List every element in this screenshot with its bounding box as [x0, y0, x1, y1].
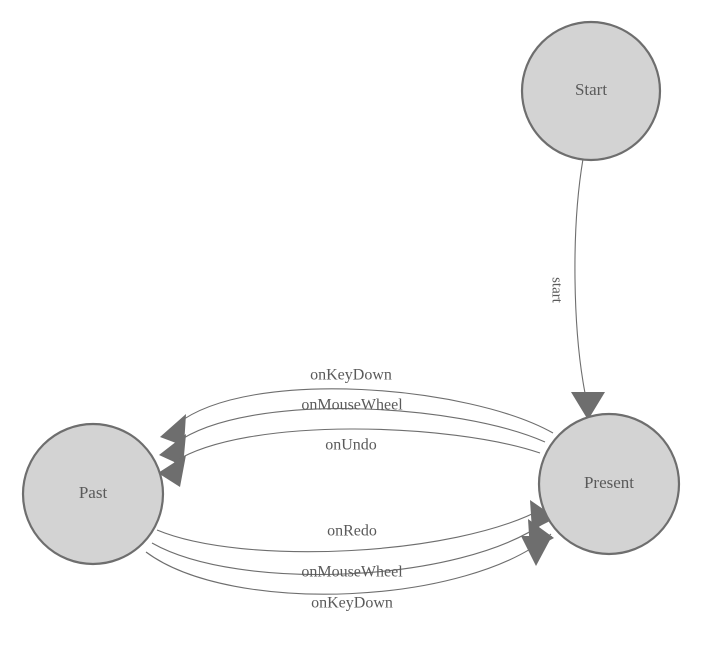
edge-path [574, 158, 586, 394]
edge-present-to-past-onmousewheel[interactable]: onMouseWheel [159, 397, 546, 466]
node-circle [537, 412, 681, 556]
edge-path [156, 508, 543, 553]
node-past[interactable]: Past [21, 422, 165, 566]
edge-label-onredo: onRedo [327, 523, 377, 540]
arrowhead-icon [530, 500, 556, 530]
edge-past-to-present-onkeydown[interactable]: onKeyDown [145, 533, 552, 612]
edge-label-onkeydown-upper: onKeyDown [310, 367, 392, 384]
arrowhead-icon [571, 392, 605, 420]
edge-start-to-present[interactable]: start [549, 158, 605, 420]
edge-label-start: start [549, 277, 565, 304]
node-circle [520, 20, 662, 162]
edge-label-onundo: onUndo [325, 437, 377, 454]
edge-path [176, 388, 554, 434]
node-label-past: Past [79, 483, 108, 502]
edge-path [173, 428, 541, 463]
edge-past-to-present-onredo[interactable]: onRedo [156, 500, 556, 553]
edge-label-onmousewheel-lower: onMouseWheel [301, 564, 403, 581]
edge-label-onkeydown-lower: onKeyDown [311, 595, 393, 612]
edge-path [145, 533, 552, 595]
arrowhead-icon [521, 536, 552, 566]
edge-path [175, 408, 546, 444]
node-circle [21, 422, 165, 566]
edge-present-to-past-onkeydown[interactable]: onKeyDown [160, 367, 554, 446]
edge-label-onmousewheel-upper: onMouseWheel [301, 397, 403, 414]
arrowhead-icon [160, 414, 186, 446]
arrowhead-icon [159, 434, 186, 466]
edge-present-to-past-onundo[interactable]: onUndo [158, 428, 541, 487]
node-present[interactable]: Present [537, 412, 681, 556]
node-label-start: Start [575, 80, 607, 99]
arrowhead-icon [158, 455, 186, 487]
node-start[interactable]: Start [520, 20, 662, 162]
edge-path [151, 521, 546, 576]
node-label-present: Present [584, 473, 634, 492]
